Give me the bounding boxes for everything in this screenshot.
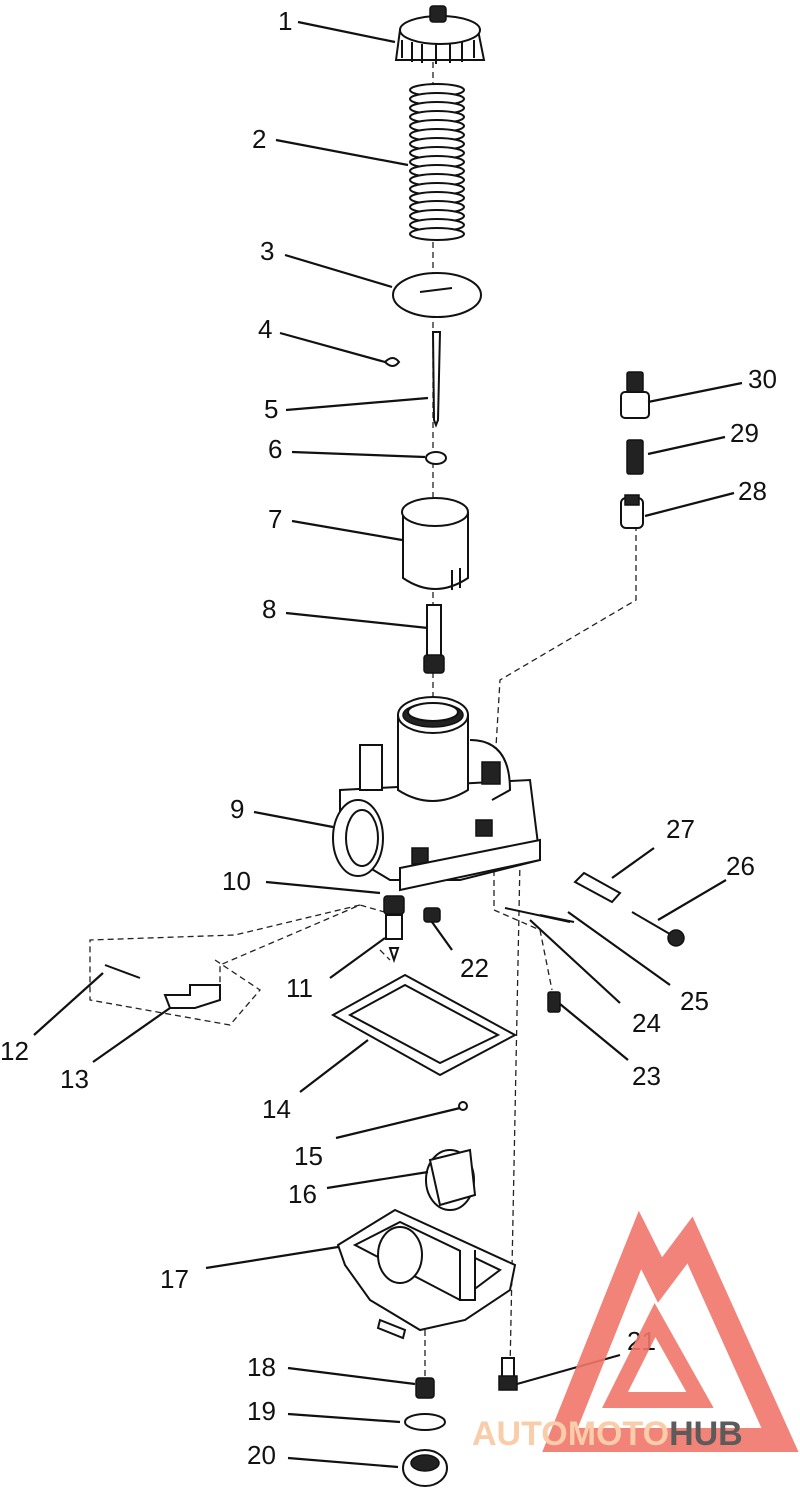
callout-number-3: 3 <box>260 236 274 266</box>
callout-number-28: 28 <box>738 476 767 506</box>
leader-line-14 <box>299 1039 369 1093</box>
leader-line-12 <box>33 972 104 1036</box>
part-5-needle <box>431 331 442 428</box>
part-7-slide <box>401 497 469 590</box>
part-17-float-bowl <box>336 1208 517 1340</box>
part-12-pin <box>104 964 141 979</box>
part-28-plunger <box>620 494 644 529</box>
leader-line-17 <box>205 1245 339 1270</box>
leader-line-19 <box>287 1412 401 1424</box>
callout-number-29: 29 <box>730 418 759 448</box>
callout-number-24: 24 <box>632 1008 661 1038</box>
callout-number-12: 12 <box>0 1036 29 1066</box>
callout-number-15: 15 <box>294 1141 323 1171</box>
leader-line-30 <box>647 381 743 404</box>
part-29-spring <box>626 439 644 475</box>
leader-line-22 <box>431 921 453 951</box>
leader-line-27 <box>611 847 655 879</box>
callout-number-18: 18 <box>247 1352 276 1382</box>
leader-line-18 <box>287 1366 416 1386</box>
callout-number-11: 11 <box>286 973 313 1003</box>
callout-number-4: 4 <box>258 314 272 344</box>
part-19-o-ring <box>404 1413 446 1431</box>
callout-number-20: 20 <box>247 1440 276 1470</box>
part-1-cap <box>394 5 486 64</box>
callout-number-5: 5 <box>264 394 278 424</box>
leader-line-3 <box>284 253 393 289</box>
callout-number-13: 13 <box>60 1064 89 1094</box>
leader-line-16 <box>326 1170 429 1190</box>
leader-line-15 <box>335 1106 461 1140</box>
callout-number-14: 14 <box>262 1094 291 1124</box>
part-16-float <box>425 1148 477 1211</box>
callout-number-19: 19 <box>247 1396 276 1426</box>
part-18-drain-jet <box>415 1377 435 1399</box>
callout-number-2: 2 <box>252 124 266 154</box>
part-4-clip <box>383 357 401 367</box>
leader-line-2 <box>275 138 409 167</box>
callout-number-26: 26 <box>726 851 755 881</box>
part-14-gasket <box>330 973 518 1077</box>
leader-line-20 <box>287 1456 399 1469</box>
leader-line-29 <box>647 435 726 456</box>
leader-line-8 <box>285 611 429 630</box>
leader-line-6 <box>291 450 426 459</box>
callout-number-27: 27 <box>666 814 695 844</box>
leader-line-24 <box>529 919 621 1004</box>
part-30-nut <box>620 371 650 419</box>
part-25-pilot-screw <box>539 914 575 923</box>
leader-line-11 <box>329 937 386 979</box>
watermark-text-automoto: AUTOMOTO <box>472 1415 669 1453</box>
part-11-needle-valve <box>385 914 403 964</box>
callout-number-7: 7 <box>268 504 282 534</box>
part-22-jet <box>423 907 441 923</box>
part-15-pin <box>458 1101 468 1111</box>
watermark-text-hub: HUB <box>669 1415 743 1453</box>
part-2-spring <box>409 83 465 241</box>
part-21-screw <box>498 1357 518 1391</box>
leader-line-23 <box>559 1003 629 1061</box>
part-8-tube <box>423 604 445 674</box>
callout-number-17: 17 <box>160 1264 189 1294</box>
part-27-spring <box>573 871 622 904</box>
leader-line-7 <box>291 519 403 542</box>
leader-line-10 <box>265 880 381 895</box>
part-23-screw <box>547 991 561 1013</box>
callout-number-23: 23 <box>632 1061 661 1091</box>
callout-number-25: 25 <box>680 986 709 1016</box>
leader-line-9 <box>253 810 334 829</box>
callout-number-22: 22 <box>460 953 489 983</box>
leader-line-26 <box>657 879 727 921</box>
automotohub-watermark: AUTOMOTOHUB <box>472 1210 799 1453</box>
part-13-float-arm <box>163 984 221 1009</box>
leader-line-28 <box>644 491 735 518</box>
callout-number-30: 30 <box>748 364 777 394</box>
leader-line-4 <box>279 331 386 364</box>
callout-number-10: 10 <box>222 866 251 896</box>
callout-number-8: 8 <box>262 594 276 624</box>
part-20-drain-plug <box>402 1449 448 1487</box>
leader-line-1 <box>297 20 396 44</box>
callout-number-6: 6 <box>268 434 282 464</box>
part-3-plate <box>392 272 482 318</box>
part-10-jet <box>383 895 405 915</box>
leader-line-13 <box>92 1007 171 1063</box>
svg-text:AUTOMOTOHUB: AUTOMOTOHUB <box>472 1415 743 1453</box>
part-26-idle-screw <box>631 911 685 947</box>
callout-number-16: 16 <box>288 1179 317 1209</box>
leader-line-5 <box>285 396 429 412</box>
callout-number-1: 1 <box>278 6 292 36</box>
leader-line-25 <box>567 911 671 986</box>
part-6-washer <box>425 451 447 465</box>
assembly-guide-lines <box>89 52 637 1385</box>
part-9-carburetor-body <box>332 696 542 892</box>
callout-number-9: 9 <box>230 794 244 824</box>
